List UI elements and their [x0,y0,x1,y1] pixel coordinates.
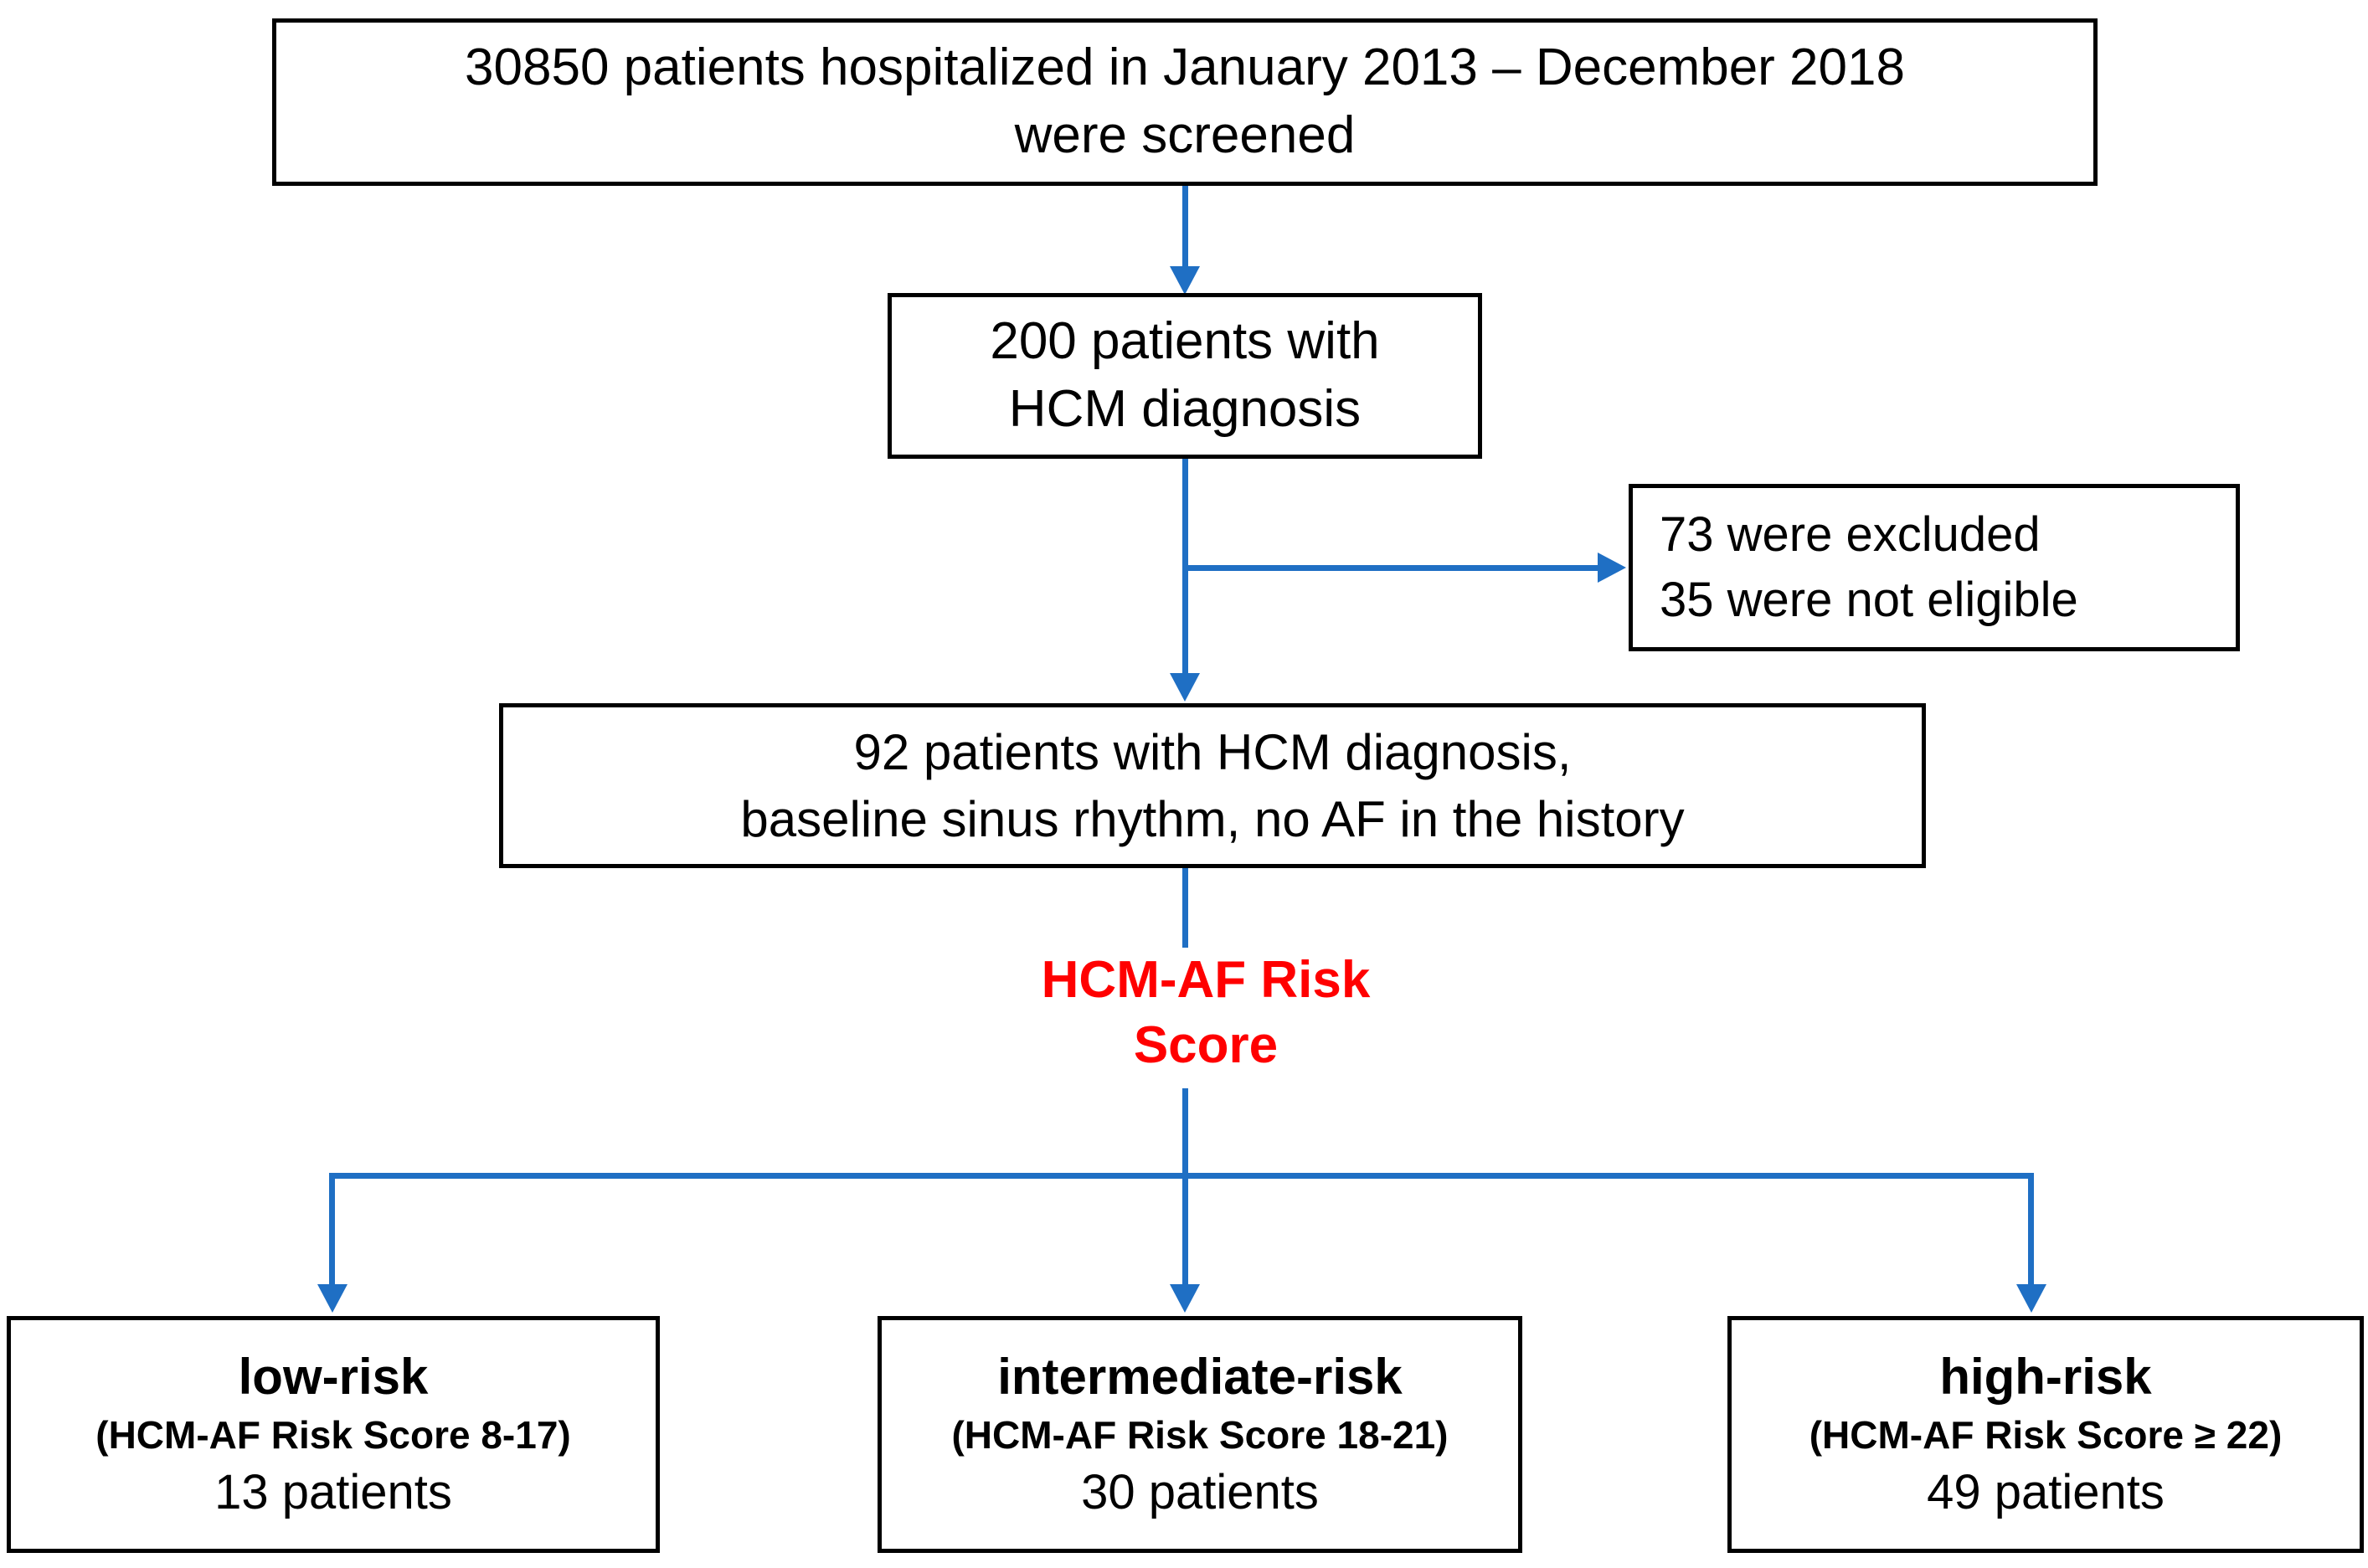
connector-to-excluded [1182,565,1601,571]
node-high-risk: high-risk (HCM-AF Risk Score ≥ 22) 49 pa… [1727,1316,2364,1553]
connector-score-to-branch [1182,1088,1188,1179]
risk-score-line2: Risk Score [1133,951,1371,1075]
node-excluded: 73 were excluded 35 were not eligible [1629,484,2240,651]
connector-eligible-to-score [1182,868,1188,948]
node-hcm-diagnosis-line1: 200 patients with [990,312,1380,371]
arrowhead-branch-left [317,1284,347,1313]
node-screened-line2: were screened [1014,106,1356,164]
node-low-risk-range: (HCM-AF Risk Score 8-17) [95,1412,571,1457]
node-eligible-line1: 92 patients with HCM diagnosis, [853,724,1572,781]
connector-branch-left [329,1173,335,1287]
node-screened-line1: 30850 patients hospitalized in January 2… [465,39,1905,97]
node-high-risk-range: (HCM-AF Risk Score ≥ 22) [1809,1412,2283,1457]
risk-score-label: HCM-AF Risk Score [971,948,1440,1078]
arrowhead-to-excluded [1598,553,1626,583]
node-hcm-diagnosis-line2: HCM diagnosis [1008,380,1362,438]
node-excluded-line2: 35 were not eligible [1660,573,2078,627]
risk-score-line1: HCM-AF [1041,951,1247,1009]
node-screened: 30850 patients hospitalized in January 2… [272,18,2098,186]
node-low-risk-count: 13 patients [214,1464,452,1519]
connector-branch-right [2028,1173,2034,1287]
node-eligible-line2: baseline sinus rhythm, no AF in the hist… [740,790,1685,847]
arrowhead-screened-to-hcm [1170,266,1200,295]
arrowhead-hcm-to-eligible [1170,673,1200,702]
node-intermediate-risk-range: (HCM-AF Risk Score 18-21) [951,1412,1449,1457]
node-intermediate-risk-count: 30 patients [1081,1464,1319,1519]
node-excluded-line1: 73 were excluded [1660,507,2041,563]
node-low-risk-title: low-risk [238,1349,429,1406]
node-intermediate-risk-title: intermediate-risk [997,1349,1403,1406]
arrowhead-branch-right [2016,1284,2046,1313]
node-low-risk: low-risk (HCM-AF Risk Score 8-17) 13 pat… [7,1316,660,1553]
connector-branch-center [1182,1173,1188,1287]
connector-branch-bar [329,1173,2034,1179]
node-eligible: 92 patients with HCM diagnosis, baseline… [499,703,1926,868]
connector-screened-to-hcm [1182,186,1188,268]
node-high-risk-title: high-risk [1939,1349,2152,1406]
node-hcm-diagnosis: 200 patients with HCM diagnosis [888,293,1482,459]
node-intermediate-risk: intermediate-risk (HCM-AF Risk Score 18-… [878,1316,1522,1553]
node-high-risk-count: 49 patients [1927,1464,2165,1519]
arrowhead-branch-center [1170,1284,1200,1313]
